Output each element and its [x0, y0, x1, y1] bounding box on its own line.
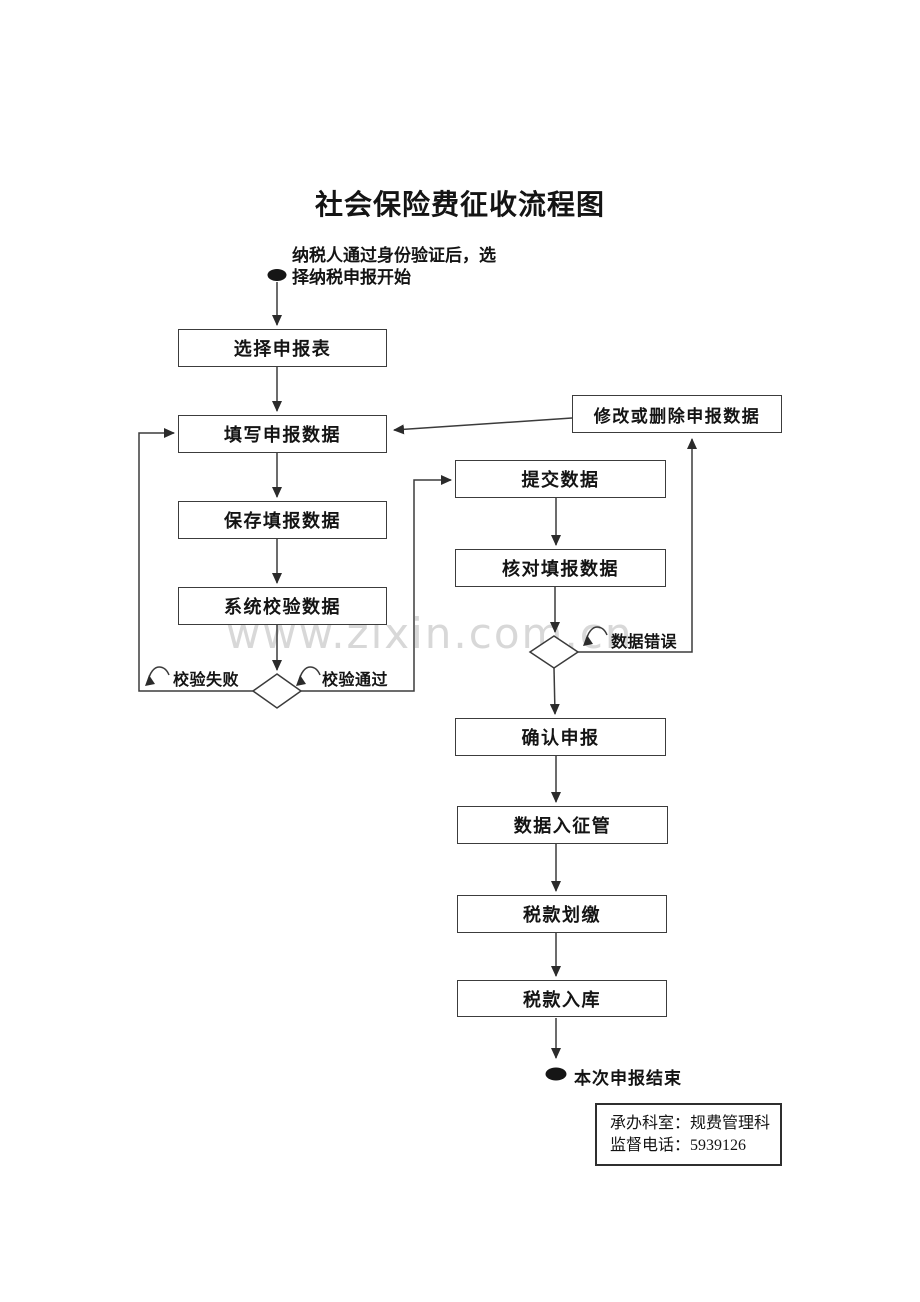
arrow-error-loop-to-modify [578, 438, 697, 653]
start-terminator [267, 269, 287, 281]
edge-label-data-error: 数据错误 [611, 634, 678, 651]
flow-node-validate-data: 系统校验数据 [178, 587, 387, 625]
edge-label-validate-fail: 校验失败 [173, 672, 240, 689]
curved-arrow-fail-icon [147, 666, 170, 684]
curved-arrowhead-error [583, 635, 593, 646]
contact-department: 承办科室：规费管理科 [610, 1115, 771, 1132]
flow-node-tax-to-treasury: 税款入库 [457, 980, 667, 1017]
flow-node-save-data: 保存填报数据 [178, 501, 387, 539]
flow-node-data-to-admin: 数据入征管 [457, 806, 668, 844]
flow-node-submit-data: 提交数据 [455, 460, 666, 498]
flow-node-modify-delete: 修改或删除申报数据 [572, 395, 782, 433]
decision-diamond-validate [251, 673, 303, 709]
curved-arrowhead-pass [296, 675, 306, 686]
curved-arrow-error-icon [585, 626, 608, 644]
arrow-fail-loop-to-fill [138, 428, 253, 692]
arrow-decision2-to-confirm [549, 667, 560, 715]
decision-diamond-check [528, 635, 580, 669]
page-title: 社会保险费征收流程图 [314, 189, 606, 220]
end-node-label: 本次申报结束 [574, 1069, 682, 1088]
edge-label-validate-pass: 校验通过 [322, 672, 389, 689]
curved-arrow-pass-icon [298, 666, 321, 684]
flow-node-confirm-declare: 确认申报 [455, 718, 666, 756]
curved-arrowhead-fail [145, 675, 155, 686]
flow-node-select-form: 选择申报表 [178, 329, 387, 367]
flow-node-check-data: 核对填报数据 [455, 549, 666, 587]
contact-info-box: 承办科室：规费管理科 监督电话：5939126 [595, 1103, 782, 1166]
end-terminator [545, 1067, 567, 1081]
arrow-modify-to-fill [393, 417, 573, 435]
arrow-pass-to-submit [301, 475, 452, 692]
flow-node-tax-transfer: 税款划缴 [457, 895, 667, 933]
contact-phone: 监督电话：5939126 [610, 1137, 747, 1154]
start-node-label: 纳税人通过身份验证后，选 择纳税申报开始 [292, 246, 496, 287]
flow-node-fill-data: 填写申报数据 [178, 415, 387, 453]
